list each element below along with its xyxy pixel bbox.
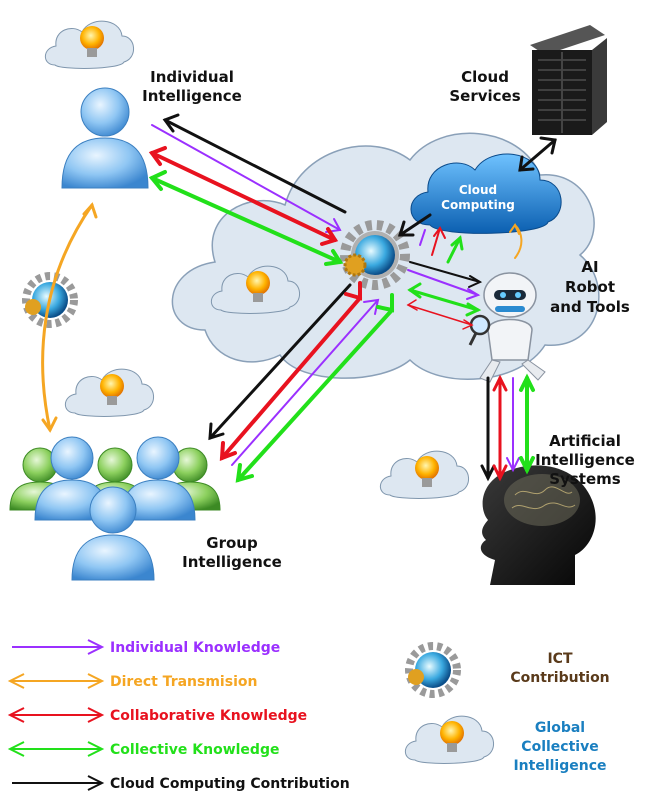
label-ai-robot-line3: and Tools	[550, 298, 630, 316]
label-individual-line1: Individual	[150, 68, 234, 86]
server-icon	[530, 25, 607, 135]
arrow-individual-knowledge	[231, 299, 379, 466]
group-icon	[9, 436, 221, 581]
arrow-cloud-computing-contribution	[208, 283, 352, 440]
arrow-individual-knowledge	[151, 124, 341, 231]
legend-label: Individual Knowledge	[110, 640, 280, 656]
label-group-line2: Intelligence	[182, 553, 282, 571]
legend-item-collaborative: Collaborative Knowledge	[7, 707, 307, 724]
head-brain-icon	[480, 465, 596, 585]
label-ai-systems-line1: Artificial	[549, 432, 621, 450]
legend-item-individual: Individual Knowledge	[12, 639, 280, 656]
lightbulb-cloud-icon	[404, 715, 494, 764]
global-collective-line3: Intelligence	[513, 758, 606, 774]
label-cloud-services-line2: Services	[449, 87, 520, 105]
legend-label: Cloud Computing Contribution	[110, 776, 350, 792]
legend-label: Direct Transmision	[110, 674, 257, 690]
cloud-computing-icon: Cloud Computing	[410, 153, 562, 234]
arrow-collaborative-knowledge	[150, 151, 337, 242]
cloud-computing-line1: Cloud	[459, 183, 497, 197]
ict-contribution-line1: ICT	[547, 651, 572, 667]
lightbulb-cloud-icon	[210, 265, 300, 314]
lightbulb-cloud-icon	[379, 450, 469, 499]
gear-globe-icon	[340, 220, 410, 290]
label-ai-robot-line2: Robot	[565, 278, 615, 296]
robot-icon	[468, 272, 546, 383]
legend-item-collective: Collective Knowledge	[7, 741, 279, 758]
arrows-layer	[41, 113, 557, 483]
arrow-collective-knowledge	[236, 308, 394, 482]
legend-item-direct: Direct Transmision	[7, 673, 257, 690]
arrow-collective-knowledge	[150, 176, 342, 264]
label-ai-robot-line1: AI	[581, 258, 598, 276]
arrow-cloud-computing-contribution	[163, 118, 347, 214]
gear-globe-icon	[405, 642, 461, 698]
label-ai-systems-line2: Intelligence	[535, 451, 635, 469]
cloud-computing-line2: Computing	[441, 198, 515, 212]
label-cloud-services-line1: Cloud	[461, 68, 509, 86]
global-collective-line1: Global	[535, 720, 585, 736]
lightbulb-cloud-icon	[64, 368, 154, 417]
ict-contribution-line2: Contribution	[510, 670, 609, 686]
legend: Individual Knowledge Direct Transmision …	[7, 639, 610, 792]
person-icon	[61, 87, 149, 189]
legend-label: Collective Knowledge	[110, 742, 279, 758]
arrow-collaborative-knowledge	[220, 296, 362, 460]
label-individual-line2: Intelligence	[142, 87, 242, 105]
lightbulb-cloud-icon	[44, 20, 134, 69]
label-group-line1: Group	[206, 534, 258, 552]
legend-item-cloud-contribution: Cloud Computing Contribution	[12, 775, 350, 792]
global-collective-line2: Collective	[521, 739, 598, 755]
label-ai-systems-line3: Systems	[549, 470, 620, 488]
legend-label: Collaborative Knowledge	[110, 708, 307, 724]
arrow-direct-transmission	[41, 203, 94, 432]
